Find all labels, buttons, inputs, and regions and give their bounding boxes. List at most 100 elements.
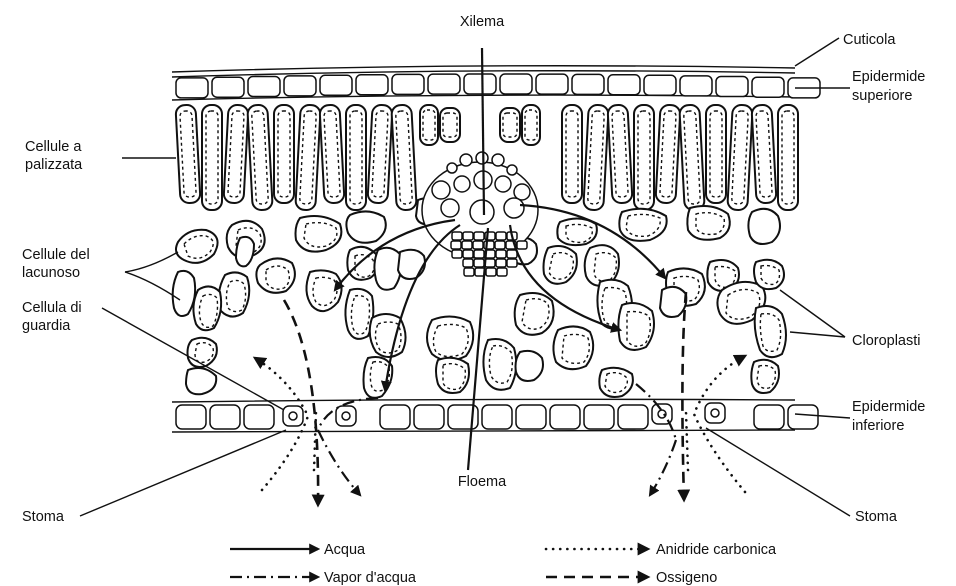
phloem-cell xyxy=(485,259,495,267)
palisade-cell xyxy=(274,105,294,203)
phloem-cell xyxy=(486,268,496,276)
legend-oxygen: Ossigeno xyxy=(546,570,717,586)
palisade-cell xyxy=(500,108,520,142)
palisade-cell xyxy=(319,105,344,204)
lower-epidermis-cell xyxy=(414,405,444,429)
upper-epidermis-cell xyxy=(608,75,640,95)
legend-water-label: Acqua xyxy=(324,542,366,558)
lower-epidermis-cell xyxy=(618,405,648,429)
guard-cell-right-b xyxy=(705,403,725,423)
legend-water-vapor-label: Vapor d'acqua xyxy=(324,570,417,586)
phloem-cell xyxy=(464,268,474,276)
label-spongy-line2: lacunoso xyxy=(22,265,80,281)
upper-epidermis-cell xyxy=(500,74,532,94)
lower-epidermis-cell xyxy=(244,405,274,429)
label-guard-cell-line1: Cellula di xyxy=(22,300,82,316)
phloem-cell xyxy=(507,250,517,258)
palisade-cell xyxy=(367,105,392,204)
phloem-cell xyxy=(473,241,483,249)
upper-epidermis-cell xyxy=(320,75,352,95)
phloem-cell xyxy=(496,250,506,258)
guard-cell-left-b xyxy=(336,406,356,426)
upper-epidermis-cell xyxy=(284,76,316,96)
palisade-cell xyxy=(295,105,320,211)
palisade-cell xyxy=(634,105,654,210)
palisade-cell xyxy=(751,105,776,204)
phloem-cells xyxy=(451,232,527,276)
upper-epidermis-cell xyxy=(248,76,280,96)
phloem-cell xyxy=(463,232,473,240)
upper-epidermis-cell xyxy=(212,77,244,97)
label-cuticle: Cuticola xyxy=(843,32,896,48)
lower-epidermis-cell xyxy=(210,405,240,429)
legend-water-vapor: Vapor d'acqua xyxy=(230,570,417,586)
label-guard-cell-line2: guardia xyxy=(22,318,71,334)
lower-epidermis-cell xyxy=(754,405,784,429)
upper-epidermis xyxy=(172,74,820,100)
phloem-cell xyxy=(495,241,505,249)
upper-epidermis-cell xyxy=(356,75,388,95)
legend-carbon-dioxide: Anidride carbonica xyxy=(546,542,777,558)
legend-oxygen-label: Ossigeno xyxy=(656,570,717,586)
palisade-cell xyxy=(778,105,798,210)
lower-epidermis-cell xyxy=(176,405,206,429)
phloem-cell xyxy=(474,259,484,267)
label-stoma-left: Stoma xyxy=(22,509,65,525)
phloem-cell xyxy=(452,232,462,240)
phloem-cell xyxy=(452,250,462,258)
palisade-cell xyxy=(706,105,726,203)
label-upper-epidermis-line1: Epidermide xyxy=(852,69,925,85)
label-chloroplasts: Cloroplasti xyxy=(852,333,921,349)
palisade-cell xyxy=(562,105,582,203)
palisade-cell xyxy=(440,108,460,142)
palisade-cell xyxy=(655,105,680,204)
phloem-cell xyxy=(462,241,472,249)
palisade-cell xyxy=(247,105,272,211)
guard-cell-left-a xyxy=(283,406,303,426)
label-spongy-line1: Cellule del xyxy=(22,247,90,263)
palisade-cell xyxy=(223,105,248,204)
label-palisade-line2: palizzata xyxy=(25,157,83,173)
lower-epidermis-cell xyxy=(380,405,410,429)
lower-epidermis-cell xyxy=(482,405,512,429)
phloem-cell xyxy=(517,241,527,249)
phloem-cell xyxy=(451,241,461,249)
upper-epidermis-cell xyxy=(644,75,676,95)
upper-epidermis-cell xyxy=(716,76,748,96)
palisade-cell xyxy=(175,105,200,204)
legend-water: Acqua xyxy=(230,542,366,558)
upper-epidermis-cell xyxy=(176,78,208,98)
phloem-cell xyxy=(497,268,507,276)
palisade-cell xyxy=(727,105,752,211)
palisade-cell xyxy=(522,105,540,145)
xylem-vessels xyxy=(432,152,530,224)
lower-epidermis-cell xyxy=(550,405,580,429)
lower-epidermis xyxy=(172,399,818,432)
palisade-cell xyxy=(202,105,222,210)
phloem-cell xyxy=(496,259,506,267)
phloem-cell xyxy=(463,250,473,258)
upper-epidermis-cell xyxy=(536,74,568,94)
label-upper-epidermis-line2: superiore xyxy=(852,88,912,104)
palisade-cell xyxy=(346,105,366,210)
palisade-cell xyxy=(679,105,704,211)
phloem-cell xyxy=(474,250,484,258)
label-phloem: Floema xyxy=(458,474,507,490)
phloem-cell xyxy=(496,232,506,240)
upper-epidermis-cell xyxy=(572,74,604,94)
upper-epidermis-cell xyxy=(428,74,460,94)
palisade-cell xyxy=(420,105,438,145)
label-lower-epidermis-line2: inferiore xyxy=(852,418,904,434)
legend-carbon-dioxide-label: Anidride carbonica xyxy=(656,542,777,558)
lower-epidermis-cell xyxy=(584,405,614,429)
palisade-cell xyxy=(391,105,416,211)
label-stoma-right: Stoma xyxy=(855,509,898,525)
label-lower-epidermis-line1: Epidermide xyxy=(852,399,925,415)
palisade-cell xyxy=(607,105,632,204)
phloem-cell xyxy=(507,259,517,267)
legend: Acqua Vapor d'acqua Anidride carbonica O… xyxy=(230,542,777,586)
upper-epidermis-cell xyxy=(752,77,784,97)
label-xylem: Xilema xyxy=(460,14,505,30)
phloem-cell xyxy=(463,259,473,267)
